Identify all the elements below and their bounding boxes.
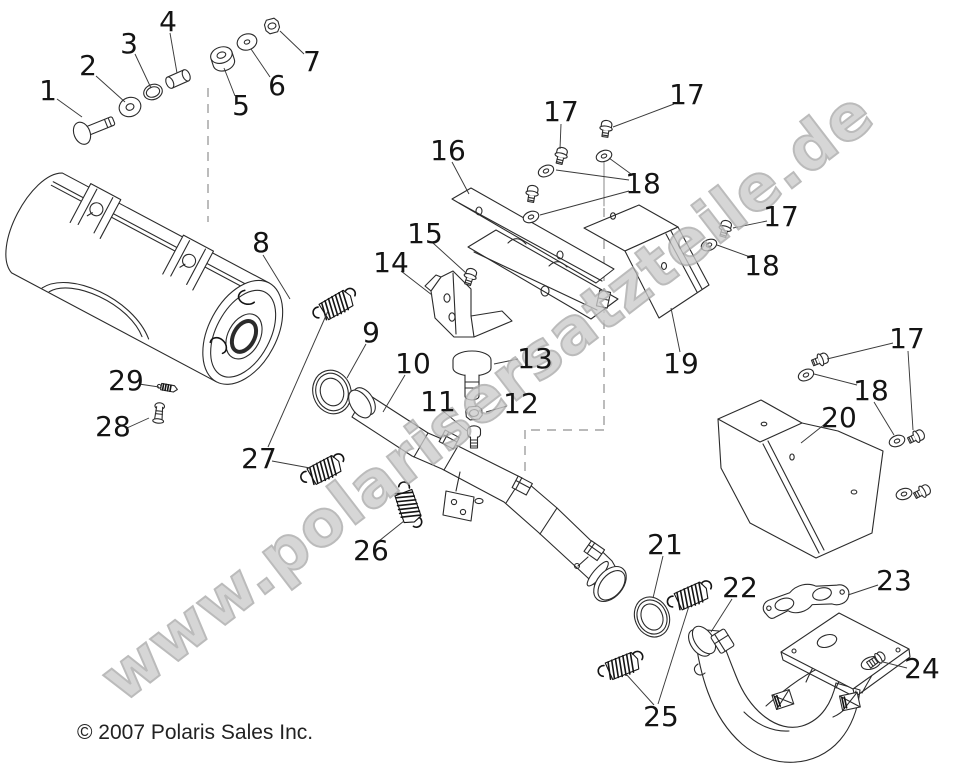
callout-10: 10	[395, 347, 431, 380]
callout-18a: 18	[625, 167, 661, 200]
bolt-part-24	[866, 651, 886, 669]
washer-part-6	[236, 33, 258, 51]
heat-shield-part-20	[717, 399, 884, 559]
callout-15: 15	[407, 217, 443, 250]
callout-19: 19	[663, 347, 699, 380]
callout-11: 11	[420, 385, 456, 418]
callout-14: 14	[373, 246, 409, 279]
callout-17a: 17	[543, 95, 579, 128]
bolt-part-28	[152, 402, 166, 424]
callout-16: 16	[430, 134, 466, 167]
leader-lines	[56, 30, 914, 706]
bolt-part-15	[461, 266, 480, 288]
screw-part-29	[156, 382, 178, 393]
callout-18b: 18	[744, 249, 780, 282]
callout-17d: 17	[889, 322, 925, 355]
callout-22: 22	[722, 571, 758, 604]
bolt-part-1	[72, 116, 116, 145]
callout-20: 20	[821, 401, 857, 434]
callout-4: 4	[159, 5, 177, 38]
callout-6: 6	[268, 69, 286, 102]
callout-21: 21	[647, 528, 683, 561]
spring-part-25	[663, 577, 717, 615]
callout-18c: 18	[853, 374, 889, 407]
callout-24: 24	[904, 652, 940, 685]
callout-17c: 17	[763, 200, 799, 233]
callout-7: 7	[303, 45, 321, 78]
copyright-text: © 2007 Polaris Sales Inc.	[77, 721, 314, 744]
plug-part-13	[452, 350, 492, 401]
callout-27: 27	[241, 442, 277, 475]
callout-26: 26	[353, 534, 389, 567]
callout-17b: 17	[669, 78, 705, 111]
callout-2: 2	[79, 49, 97, 82]
callout-3: 3	[120, 27, 138, 60]
gasket-part-23	[762, 583, 850, 619]
pipe-part-10	[348, 387, 627, 603]
callout-9: 9	[362, 316, 380, 349]
muffler-part-8	[5, 172, 284, 385]
nut-part-12	[465, 405, 483, 421]
parts-artwork	[5, 17, 934, 763]
ring-part-3	[143, 83, 163, 101]
bracket-part-16	[451, 187, 619, 320]
spring-part-25	[594, 648, 648, 684]
bolt-part-11	[466, 425, 482, 449]
callout-25: 25	[643, 700, 679, 733]
callout-5: 5	[232, 89, 250, 122]
nut-part-7	[263, 17, 281, 35]
spacer-part-4	[165, 69, 191, 89]
callout-8: 8	[252, 226, 270, 259]
callout-13: 13	[517, 342, 553, 375]
gasket-part-9	[312, 369, 352, 415]
dashed-reference-lines	[207, 88, 605, 476]
heat-shield-part-19	[583, 204, 710, 319]
callout-23: 23	[876, 564, 912, 597]
head-pipe-part-22	[688, 612, 911, 763]
callout-12: 12	[503, 387, 539, 420]
callout-1: 1	[39, 74, 57, 107]
gasket-part-21	[633, 596, 671, 638]
bracket-part-14	[424, 270, 513, 338]
callout-28: 28	[95, 410, 131, 443]
spring-part-27	[308, 285, 362, 326]
callout-29: 29	[108, 364, 144, 397]
bushing-part-5	[210, 46, 236, 72]
